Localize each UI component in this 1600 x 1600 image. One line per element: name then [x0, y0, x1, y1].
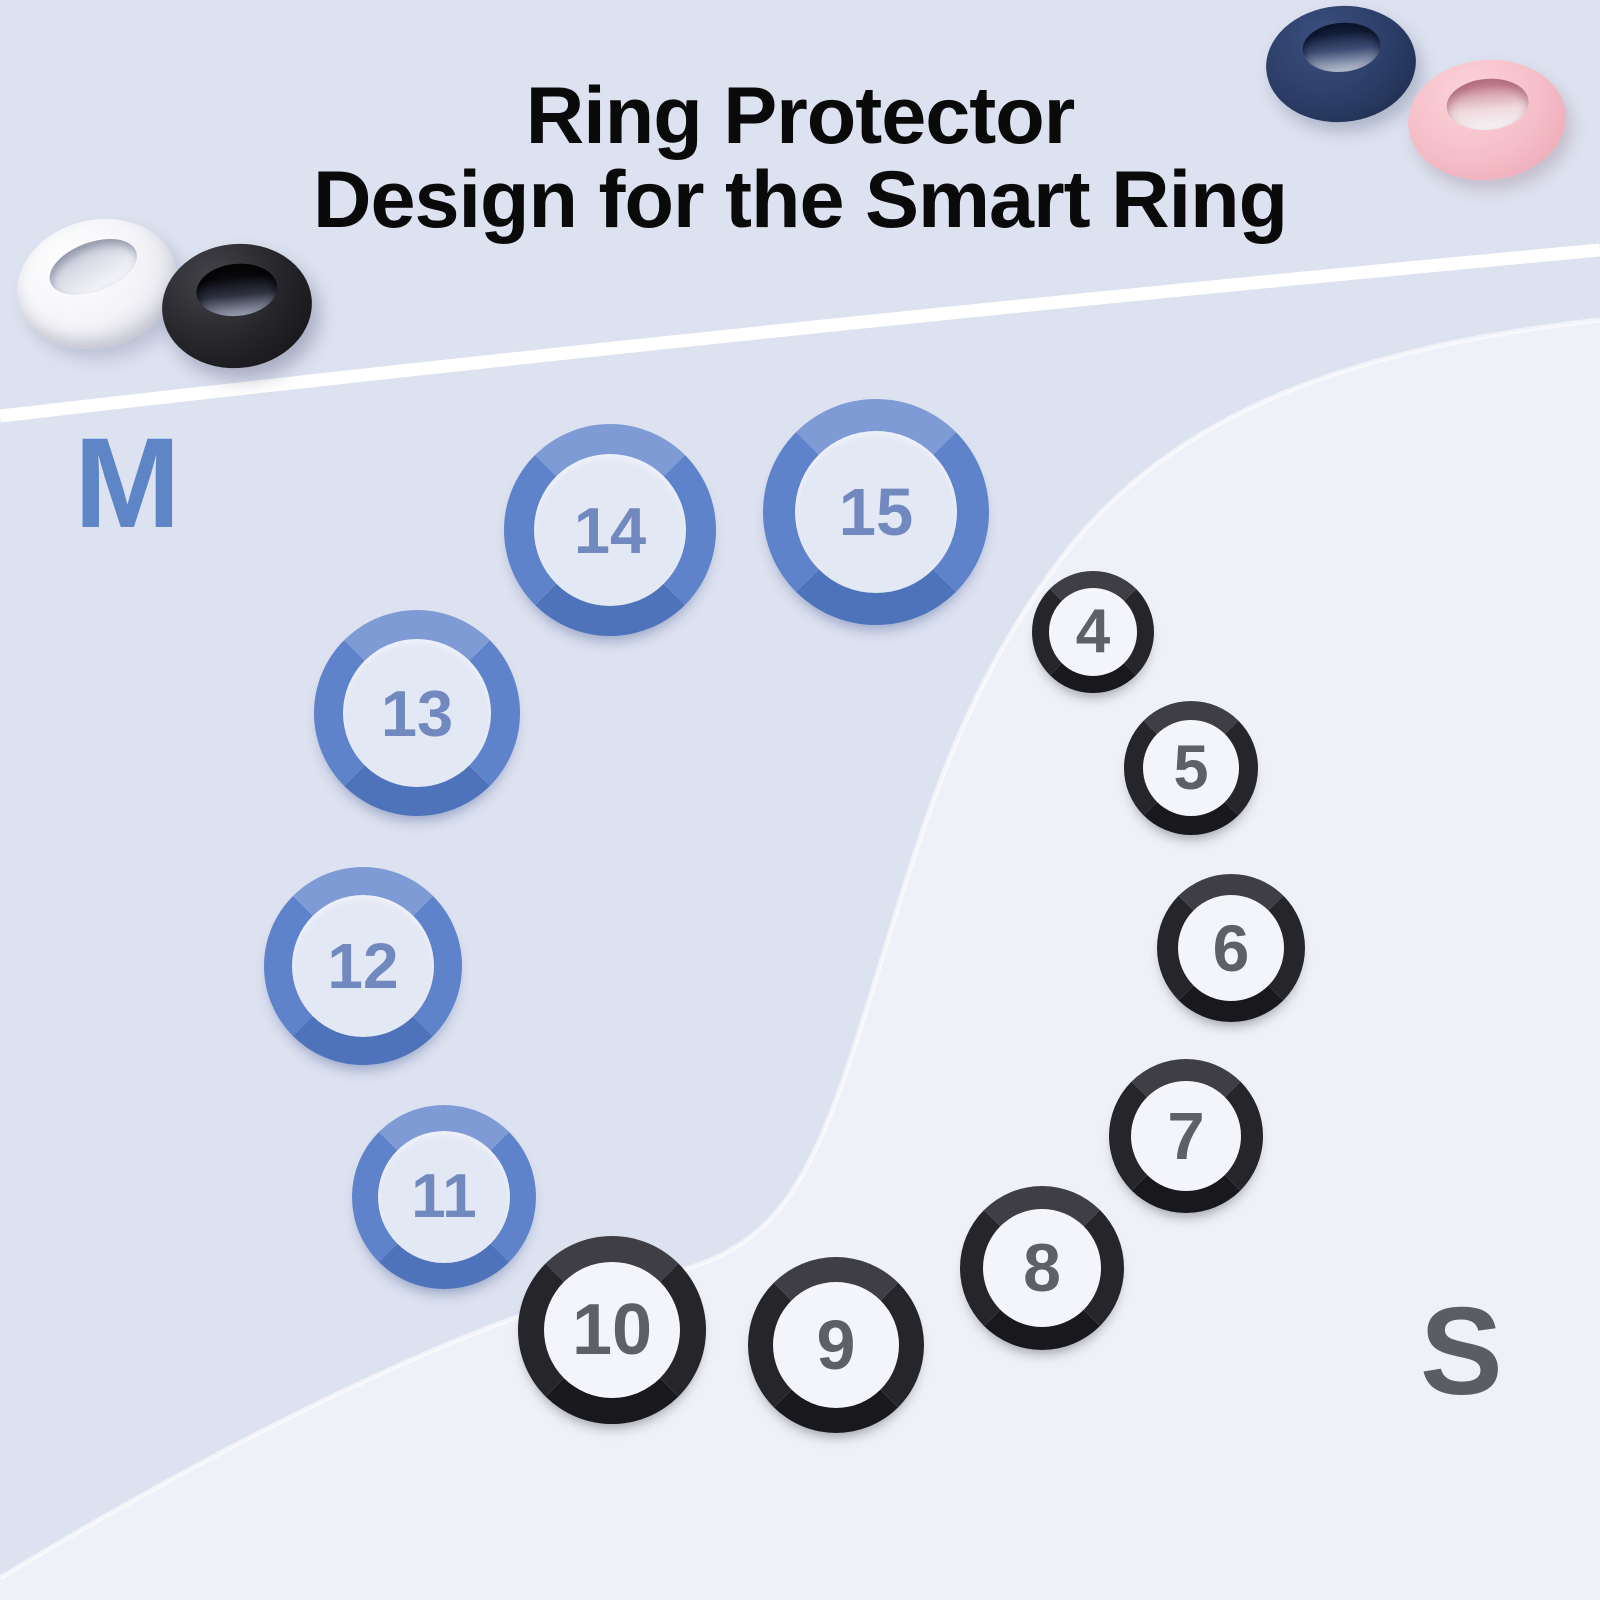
page-title: Ring Protector Design for the Smart Ring [0, 71, 1600, 246]
ring-size-number: 6 [1212, 911, 1250, 985]
size-ring-9: 9 [748, 1257, 924, 1433]
size-ring-15: 15 [763, 399, 989, 625]
ring-size-number: 5 [1173, 732, 1209, 803]
pink-ring-photo [1403, 53, 1571, 187]
title-line-1: Ring Protector [525, 71, 1076, 161]
size-ring-7: 7 [1109, 1059, 1263, 1213]
ring-size-number: 9 [816, 1306, 856, 1384]
region-divider-curve [0, 317, 1600, 1581]
size-ring-13: 13 [314, 610, 520, 816]
size-ring-10: 10 [518, 1236, 706, 1424]
size-ring-5: 5 [1124, 701, 1258, 835]
ring-size-number: 15 [838, 474, 914, 550]
ring-size-number: 14 [573, 493, 647, 567]
size-group-label-m: M [74, 412, 181, 555]
ring-size-number: 8 [1023, 1230, 1061, 1306]
ring-size-number: 10 [571, 1290, 653, 1370]
size-ring-12: 12 [264, 867, 462, 1065]
navy-ring-photo [1261, 0, 1421, 129]
size-ring-8: 8 [960, 1186, 1124, 1350]
size-ring-14: 14 [504, 424, 716, 636]
size-ring-11: 11 [352, 1105, 536, 1289]
ring-size-number: 12 [327, 930, 399, 1002]
title-line-2: Design for the Smart Ring [312, 155, 1288, 246]
bg-lower-region [0, 320, 1600, 1600]
ring-size-number: 13 [380, 676, 454, 750]
ring-size-number: 7 [1167, 1098, 1205, 1174]
size-group-label-s: S [1420, 1283, 1503, 1421]
size-ring-4: 4 [1032, 571, 1154, 693]
size-ring-6: 6 [1157, 874, 1305, 1022]
diagonal-divider-line [0, 243, 1600, 423]
ring-size-number: 4 [1075, 597, 1111, 666]
black-ring-photo [155, 236, 319, 376]
ring-size-number: 11 [411, 1162, 477, 1231]
